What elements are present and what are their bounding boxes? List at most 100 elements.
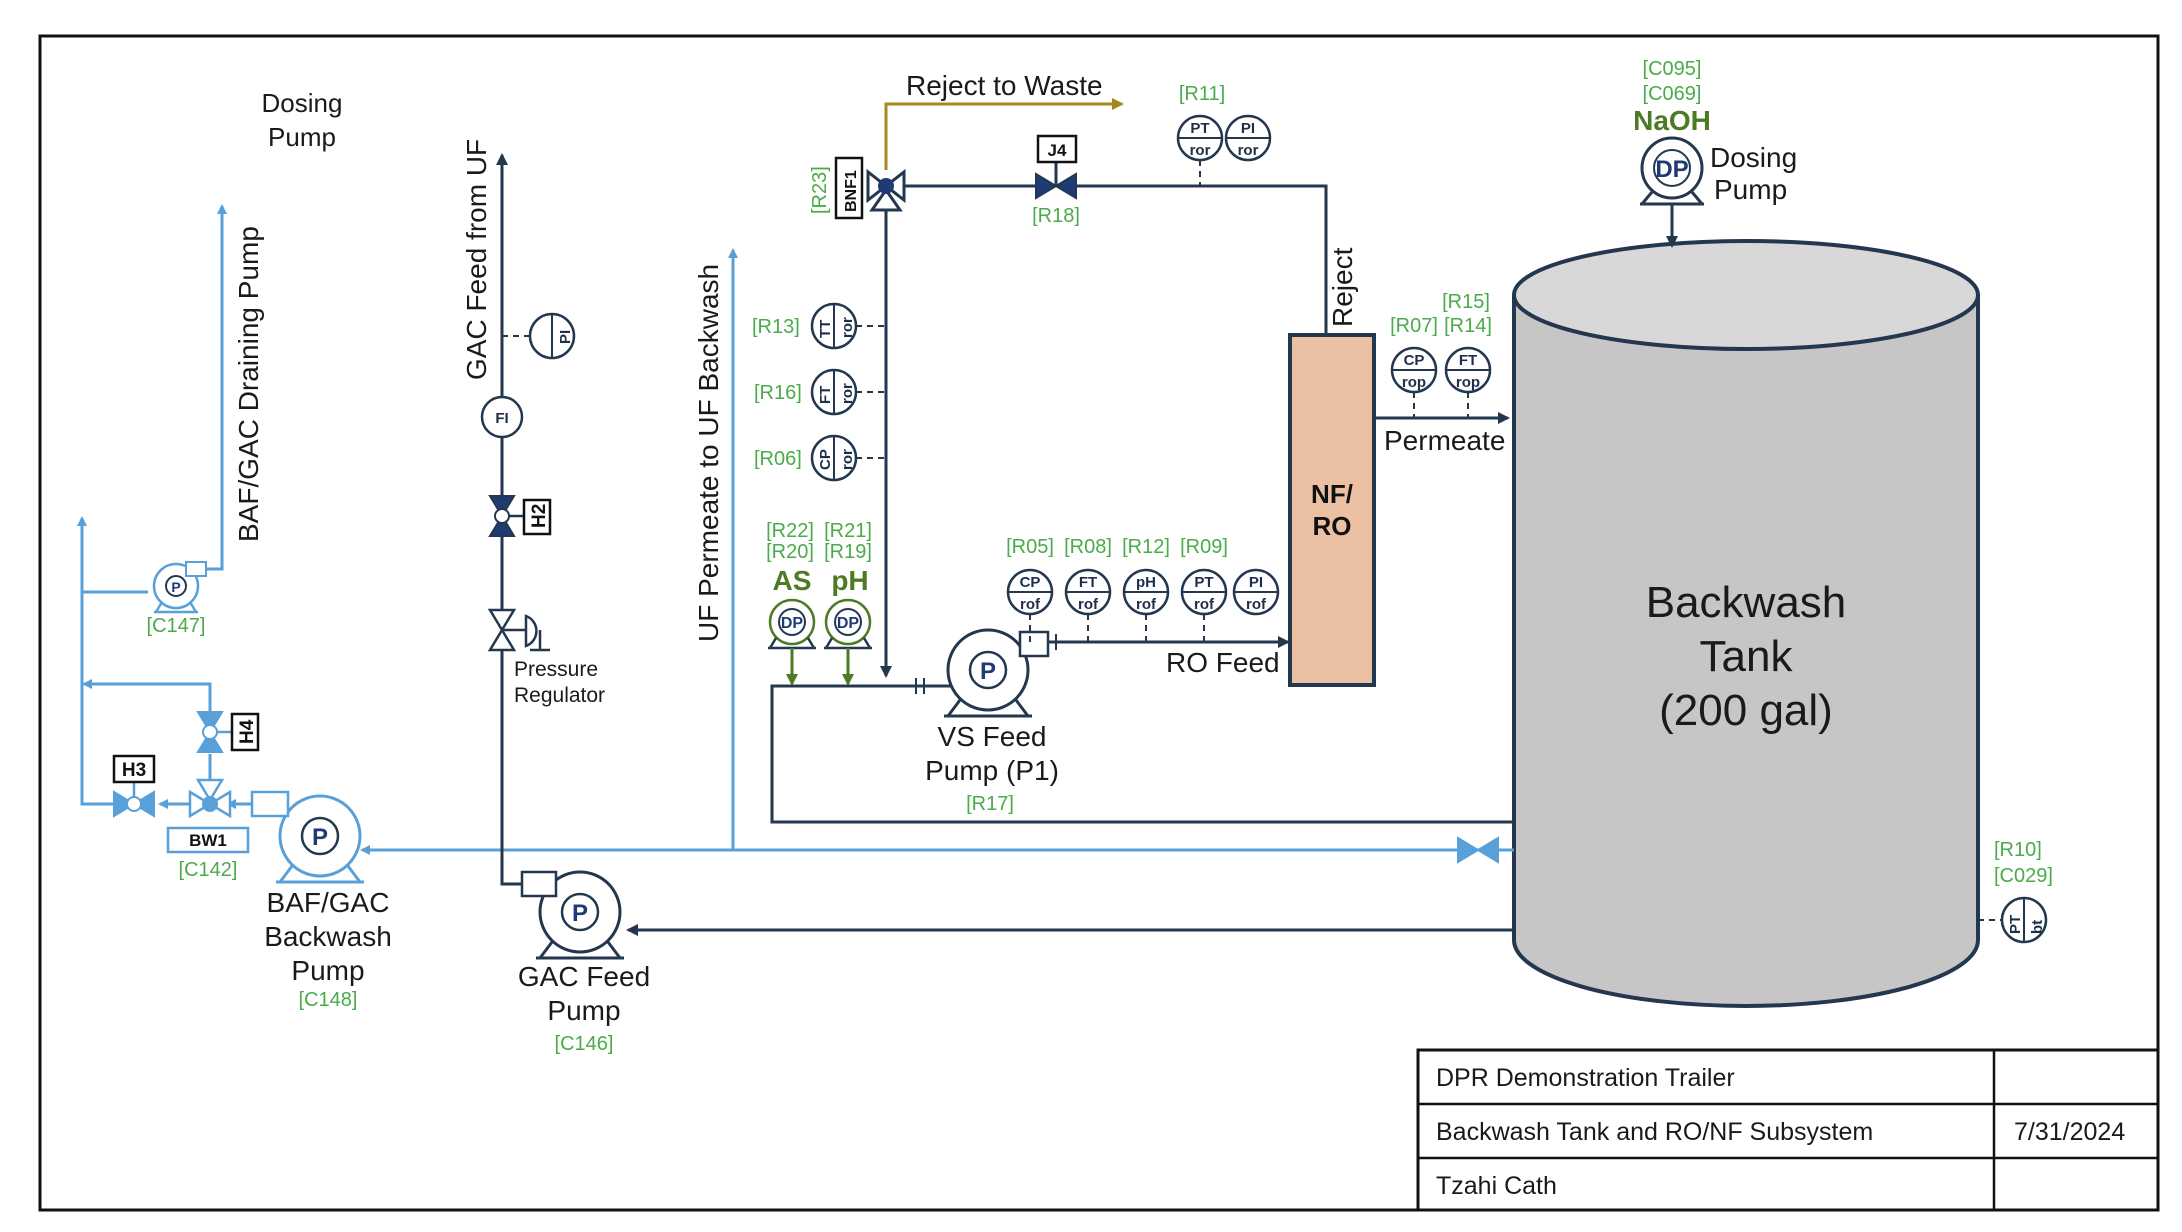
ft-ror-instrument[interactable]: FT ror <box>810 368 858 416</box>
h2-valve[interactable]: H2 <box>488 495 552 537</box>
tag-r18: [R18] <box>1032 205 1080 227</box>
reject-to-waste-label: Reject to Waste <box>906 70 1103 101</box>
tag-c095: [C095] <box>1643 58 1702 80</box>
h2-label: H2 <box>529 504 550 528</box>
vs-feed-pump[interactable]: P <box>944 628 1050 718</box>
svg-text:rop: rop <box>1402 374 1426 391</box>
svg-text:pH: pH <box>1136 574 1156 591</box>
backwash-pump-label-3: Pump <box>291 955 364 986</box>
reject-label: Reject <box>1327 247 1358 327</box>
svg-text:rop: rop <box>1456 374 1480 391</box>
tag-c069: [C069] <box>1643 83 1702 105</box>
svg-text:PI: PI <box>1241 120 1255 137</box>
svg-text:ror: ror <box>1238 142 1259 159</box>
fi-gac-instrument[interactable]: FI <box>480 395 524 439</box>
pi-rof-instrument[interactable]: PI rof <box>1232 568 1280 616</box>
svg-text:FT: FT <box>1459 352 1477 369</box>
ro-feed-label: RO Feed <box>1166 647 1280 678</box>
tag-r17: [R17] <box>966 793 1014 815</box>
tag-r07: [R07] <box>1390 315 1438 337</box>
tag-r08: [R08] <box>1064 536 1112 558</box>
tag-r10: [R10] <box>1994 839 2042 861</box>
svg-text:P: P <box>312 824 328 851</box>
svg-text:rof: rof <box>1136 596 1157 613</box>
naoh-dosing-pump[interactable]: DP <box>1640 136 1704 206</box>
nf-ro-label-2: RO <box>1313 511 1352 541</box>
cp-rop-instrument[interactable]: CP rop <box>1390 346 1438 394</box>
tank-label-line2: Tank <box>1700 632 1794 681</box>
svg-text:bt: bt <box>2029 920 2046 934</box>
svg-text:ror: ror <box>839 317 856 338</box>
svg-text:rof: rof <box>1246 596 1267 613</box>
tag-r05: [R05] <box>1006 536 1054 558</box>
tag-c148: [C148] <box>299 989 358 1011</box>
ft-rop-instrument[interactable]: FT rop <box>1444 346 1492 394</box>
naoh-dosing-label-1: Dosing <box>1710 142 1797 173</box>
pi-gac-instrument[interactable]: PI <box>528 312 576 360</box>
gac-feed-pump-label-1: GAC Feed <box>518 961 650 992</box>
tt-ror-instrument[interactable]: TT ror <box>810 302 858 350</box>
h4-label: H4 <box>237 719 258 744</box>
tag-r13: [R13] <box>752 316 800 338</box>
svg-text:FT: FT <box>817 386 834 404</box>
svg-text:FI: FI <box>495 410 508 427</box>
tag-r16: [R16] <box>754 382 802 404</box>
bw1-three-way-valve[interactable] <box>188 778 232 819</box>
ph-label: pH <box>831 565 868 596</box>
title-date: 7/31/2024 <box>2014 1118 2125 1146</box>
j4-valve[interactable]: J4 <box>1035 134 1078 200</box>
h3-valve[interactable]: H3 <box>112 754 156 818</box>
tag-r21: [R21] <box>824 520 872 542</box>
permeate-label: Permeate <box>1384 425 1505 456</box>
tag-r14: [R14] <box>1444 315 1492 337</box>
svg-text:PT: PT <box>1194 574 1213 591</box>
naoh-dosing-label-2: Pump <box>1714 174 1787 205</box>
cp-rof-instrument[interactable]: CP rof <box>1006 568 1054 616</box>
svg-text:CP: CP <box>1020 574 1041 591</box>
nf-ro-vessel <box>1288 333 1376 687</box>
pt-ror-instrument[interactable]: PT ror <box>1176 114 1224 162</box>
svg-text:CP: CP <box>817 449 834 470</box>
tag-c142: [C142] <box>179 859 238 881</box>
tank-label-line3: (200 gal) <box>1659 686 1833 735</box>
title-author: Tzahi Cath <box>1436 1172 1557 1200</box>
draining-pump[interactable]: P <box>152 561 207 614</box>
backwash-pump[interactable]: P <box>250 790 364 884</box>
gac-feed-pump[interactable]: P <box>520 870 624 960</box>
bnf1-label: BNF1 <box>843 170 860 212</box>
pi-ror-instrument[interactable]: PI ror <box>1224 114 1272 162</box>
as-dosing-pump[interactable]: DP <box>768 598 816 650</box>
backwash-pump-label-2: Backwash <box>264 921 392 952</box>
vs-feed-pump-label-1: VS Feed <box>938 721 1047 752</box>
tag-r19: [R19] <box>824 541 872 563</box>
backwash-tank: Backwash Tank (200 gal) <box>1512 239 1980 1008</box>
ph-dosing-pump[interactable]: DP <box>824 598 872 650</box>
svg-text:rof: rof <box>1078 596 1099 613</box>
svg-text:ror: ror <box>1190 142 1211 159</box>
h4-valve[interactable]: H4 <box>196 711 260 753</box>
ph-rof-instrument[interactable]: pH rof <box>1122 568 1170 616</box>
tag-r23: [R23] <box>809 166 831 214</box>
svg-text:P: P <box>572 900 588 927</box>
tag-c147: [C147] <box>147 615 206 637</box>
bnf1-three-way-valve[interactable] <box>866 168 906 212</box>
svg-text:PT: PT <box>1190 120 1209 137</box>
tank-outlet-valve[interactable] <box>1457 836 1499 864</box>
title-block: DPR Demonstration Trailer Backwash Tank … <box>1416 1048 2160 1212</box>
pt-rof-instrument[interactable]: PT rof <box>1180 568 1228 616</box>
dp-symbol: DP <box>1655 156 1688 183</box>
svg-text:DP: DP <box>837 615 860 632</box>
ft-rof-instrument[interactable]: FT rof <box>1064 568 1112 616</box>
svg-text:FT: FT <box>1079 574 1097 591</box>
tag-c146: [C146] <box>555 1033 614 1055</box>
uf-permeate-label: UF Permeate to UF Backwash <box>693 264 724 642</box>
bw1-tag-box: BW1 <box>166 826 250 854</box>
pressure-regulator[interactable] <box>487 608 550 652</box>
pt-bt-instrument[interactable]: PT bt <box>2000 896 2048 944</box>
nf-ro-label-1: NF/ <box>1311 479 1353 509</box>
cp-ror-instrument[interactable]: CP ror <box>810 434 858 482</box>
j4-label: J4 <box>1048 141 1067 160</box>
tag-r20: [R20] <box>766 541 814 563</box>
backwash-pump-label-1: BAF/GAC <box>267 887 390 918</box>
